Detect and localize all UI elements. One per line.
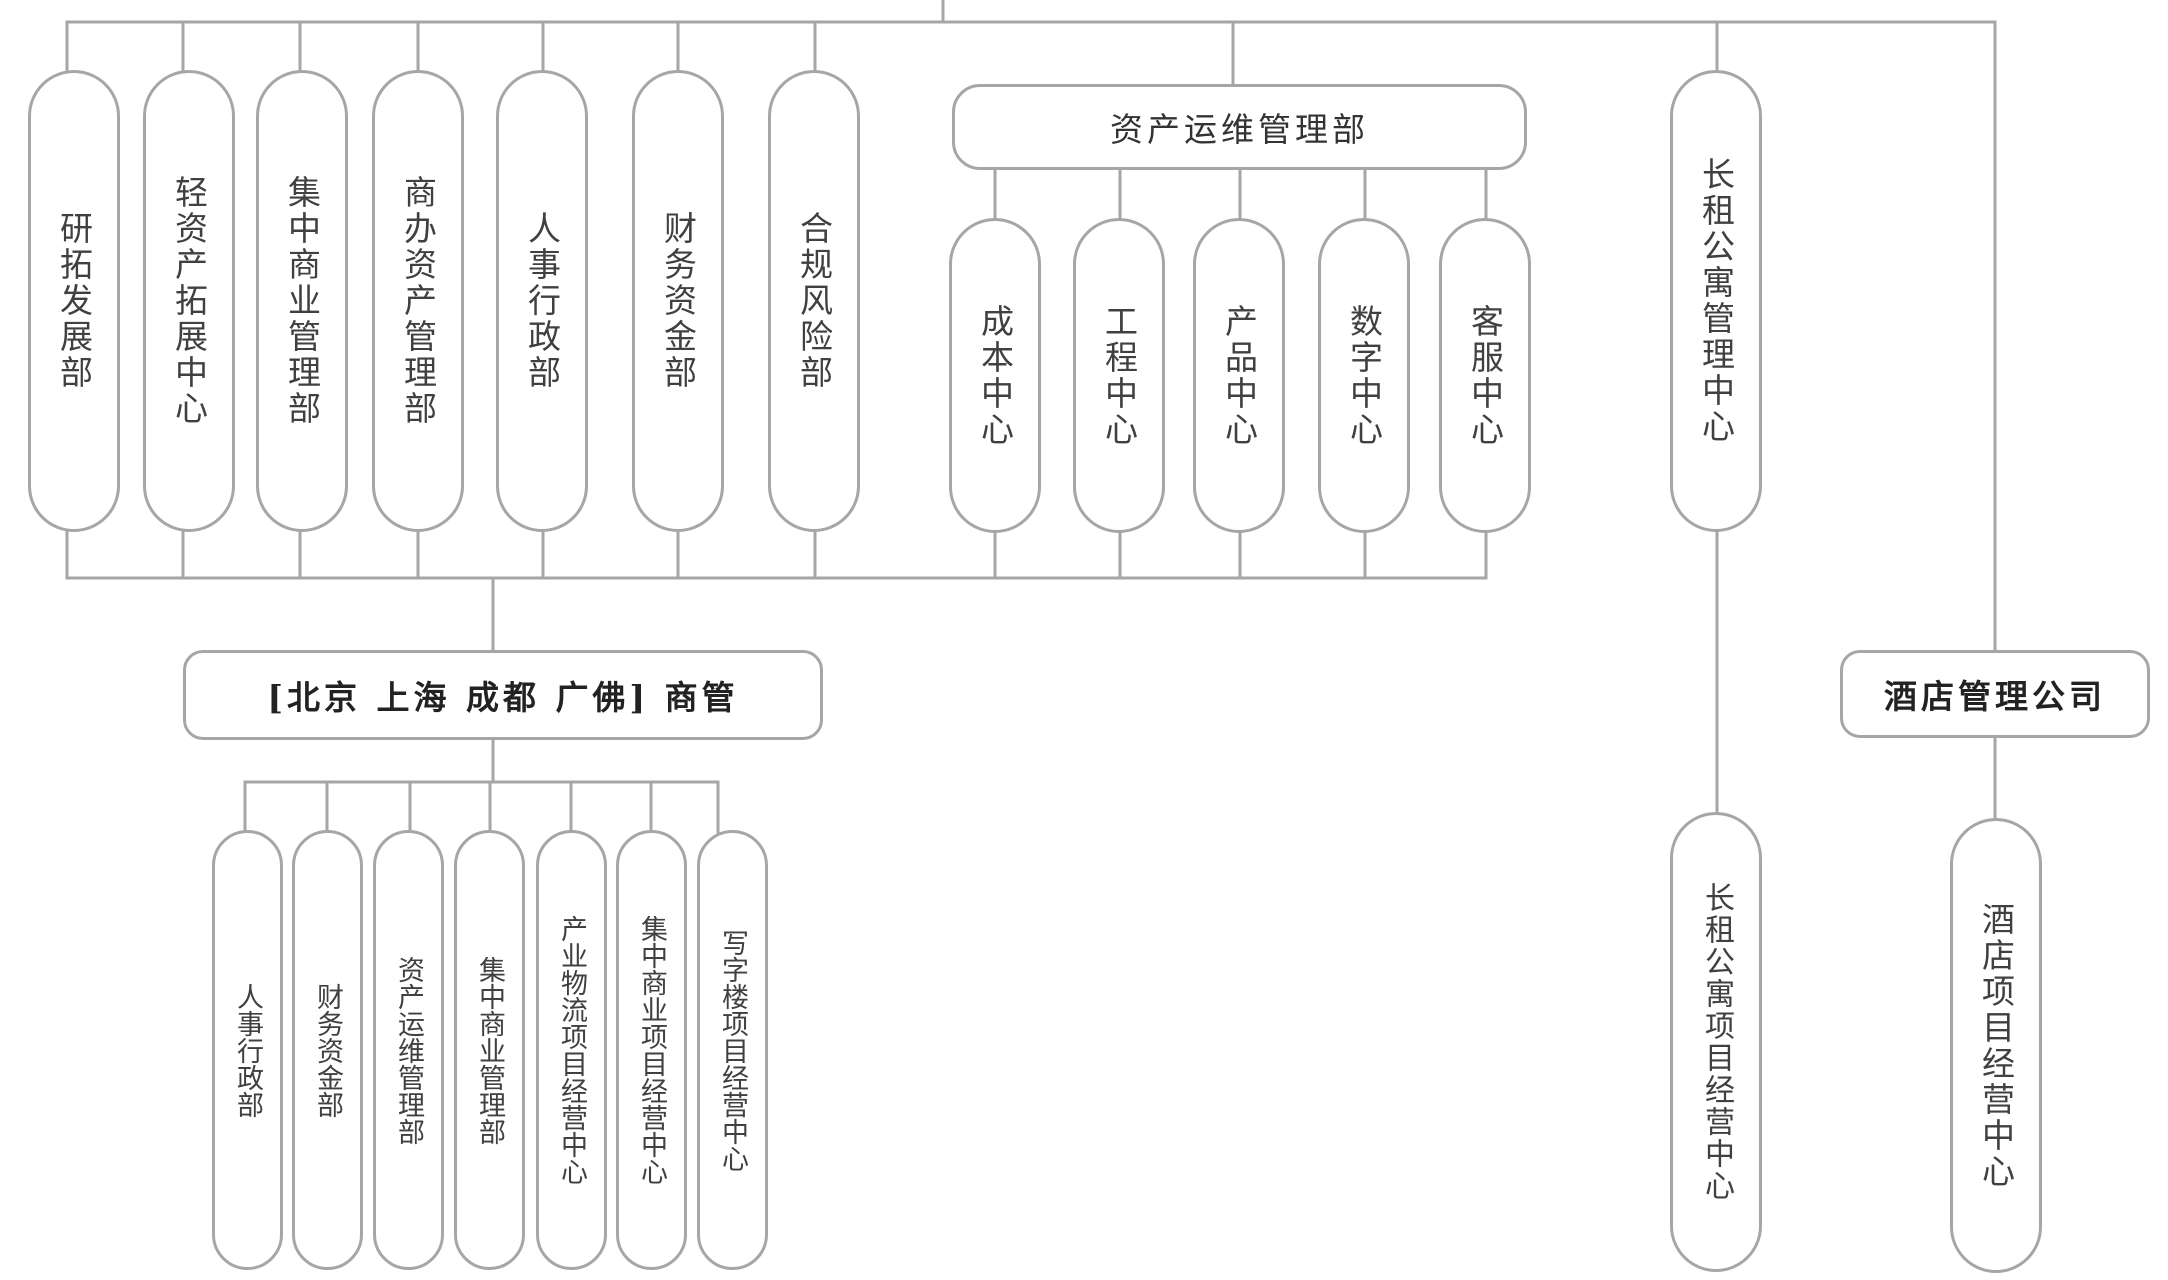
hotel-management-company-box: 酒店管理公司: [1840, 650, 2150, 738]
hotel-project-center: 酒店项目经营中心: [1950, 818, 2042, 1273]
regional-office-building-center: 写字楼项目经营中心: [697, 830, 768, 1270]
regional-finance: 财务资金部: [292, 830, 363, 1270]
dept-hr-admin: 人事行政部: [496, 70, 588, 532]
asset-ops-management-title: 资产运维管理部: [1110, 110, 1369, 149]
regional-commercial-title: [北京 上海 成都 广佛] 商管: [267, 678, 739, 717]
regional-commercial-mgmt-label: 集中商业管理部: [474, 955, 505, 1145]
rental-apartment-project-center: 长租公寓项目经营中心: [1670, 812, 1762, 1272]
regional-commercial-mgmt: 集中商业管理部: [454, 830, 525, 1270]
rental-apartment-center-label: 长租公寓管理中心: [1696, 157, 1736, 445]
rental-apartment-center: 长租公寓管理中心: [1670, 70, 1762, 532]
center-cost: 成本中心: [949, 218, 1041, 533]
center-product-label: 产品中心: [1219, 303, 1259, 448]
dept-compliance-risk-label: 合规风险部: [794, 211, 834, 391]
dept-finance: 财务资金部: [632, 70, 724, 532]
regional-logistics-center: 产业物流项目经营中心: [536, 830, 607, 1270]
asset-ops-management-box: 资产运维管理部: [952, 84, 1527, 170]
center-cost-label: 成本中心: [975, 303, 1015, 448]
regional-finance-label: 财务资金部: [312, 982, 343, 1118]
dept-office-asset-management: 商办资产管理部: [372, 70, 464, 532]
dept-finance-label: 财务资金部: [658, 211, 698, 391]
regional-commercial-box: [北京 上海 成都 广佛] 商管: [183, 650, 823, 740]
center-digital-label: 数字中心: [1344, 303, 1384, 448]
dept-compliance-risk: 合规风险部: [768, 70, 860, 532]
regional-hr-admin: 人事行政部: [212, 830, 283, 1270]
dept-hr-admin-label: 人事行政部: [522, 211, 562, 391]
dept-light-asset-expansion-label: 轻资产拓展中心: [169, 175, 209, 427]
dept-research-development-label: 研拓发展部: [54, 211, 94, 391]
center-customer-service-label: 客服中心: [1465, 303, 1505, 448]
dept-research-development: 研拓发展部: [28, 70, 120, 532]
regional-hr-admin-label: 人事行政部: [232, 982, 263, 1118]
regional-commercial-project-center-label: 集中商业项目经营中心: [636, 915, 667, 1185]
dept-commercial-management-label: 集中商业管理部: [282, 175, 322, 427]
center-engineering: 工程中心: [1073, 218, 1165, 533]
regional-commercial-project-center: 集中商业项目经营中心: [616, 830, 687, 1270]
regional-logistics-center-label: 产业物流项目经营中心: [556, 915, 587, 1185]
center-product: 产品中心: [1193, 218, 1285, 533]
center-customer-service: 客服中心: [1439, 218, 1531, 533]
dept-commercial-management: 集中商业管理部: [256, 70, 348, 532]
center-engineering-label: 工程中心: [1099, 303, 1139, 448]
rental-apartment-project-center-label: 长租公寓项目经营中心: [1699, 882, 1734, 1202]
regional-asset-ops-label: 资产运维管理部: [393, 955, 424, 1145]
dept-office-asset-management-label: 商办资产管理部: [398, 175, 438, 427]
center-digital: 数字中心: [1318, 218, 1410, 533]
regional-office-building-center-label: 写字楼项目经营中心: [717, 928, 748, 1172]
regional-asset-ops: 资产运维管理部: [373, 830, 444, 1270]
hotel-management-company-title: 酒店管理公司: [1884, 677, 2106, 716]
hotel-project-center-label: 酒店项目经营中心: [1976, 901, 2016, 1190]
dept-light-asset-expansion: 轻资产拓展中心: [143, 70, 235, 532]
